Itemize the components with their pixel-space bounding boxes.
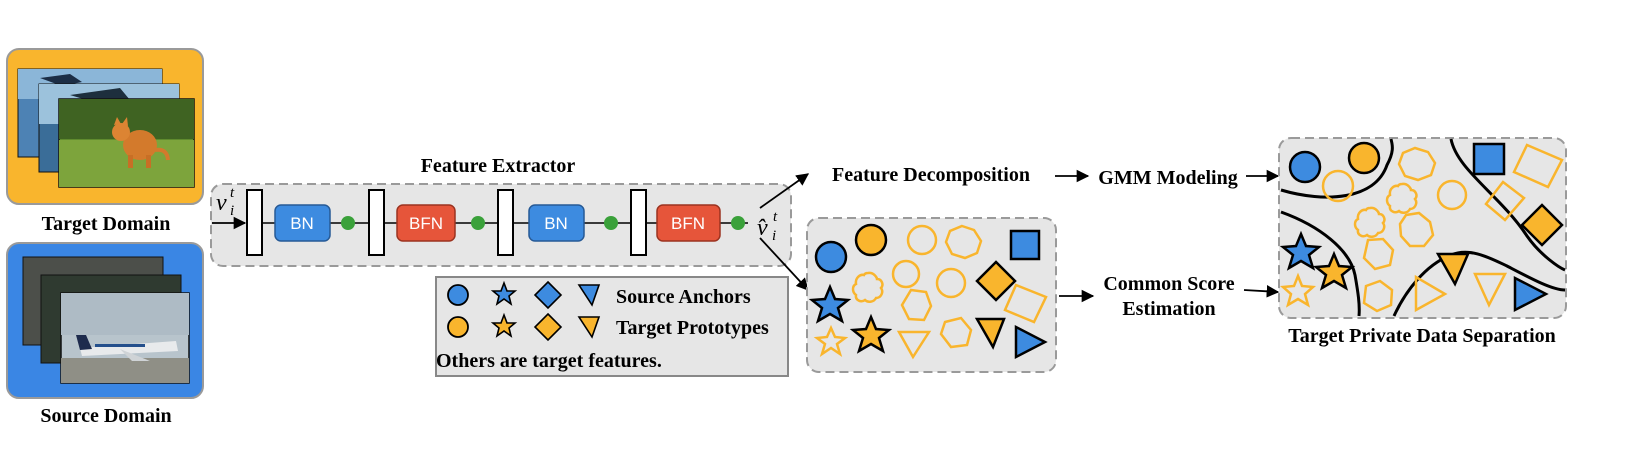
- target-prototype-triangle: [974, 317, 1006, 350]
- arrow-to-decomposition: [759, 173, 810, 209]
- separation-source-star: [1279, 230, 1323, 271]
- separation-source-circle: [1288, 150, 1322, 184]
- decomposed-features-panel: [806, 217, 1057, 373]
- separation-source-triangle: [1513, 275, 1549, 313]
- svg-text:i: i: [230, 203, 234, 219]
- legend-others-note: Others are target features.: [436, 350, 662, 372]
- activation-node: [731, 216, 745, 230]
- target-features: [813, 224, 1048, 360]
- separation-panel: [1278, 137, 1567, 319]
- bn-block: BN: [528, 204, 585, 242]
- svg-text:t: t: [773, 209, 778, 225]
- source-domain-card: [6, 242, 204, 399]
- layer-bar: [368, 189, 385, 256]
- legend-target-diamond-icon: [533, 312, 563, 342]
- source-anchor-star: [808, 283, 852, 324]
- source-domain-label: Source Domain: [40, 405, 171, 427]
- output-feature-label: v̂ t i: [757, 209, 778, 244]
- svg-text:BN: BN: [290, 214, 314, 233]
- common-score-label-line2: Estimation: [1122, 298, 1215, 320]
- separation-target-features: [1279, 143, 1564, 313]
- legend-source-star-icon: [490, 280, 518, 306]
- activation-node: [604, 216, 618, 230]
- target-prototype-star: [849, 313, 893, 354]
- layer-bar: [246, 189, 263, 256]
- legend-target-label: Target Prototypes: [616, 317, 769, 339]
- feature-decomposition-label: Feature Decomposition: [832, 164, 1030, 186]
- decision-boundaries: [1280, 138, 1566, 317]
- legend-box: Source Anchors Target Prototypes Others …: [435, 276, 789, 377]
- svg-text:BFN: BFN: [671, 214, 705, 233]
- target-domain-card: [6, 48, 204, 205]
- arrow-to-separation-bottom: [1243, 285, 1280, 298]
- target-prototype-circle: [854, 223, 888, 257]
- bfn-block: BFN: [396, 204, 456, 242]
- legend-target-triangle-icon: [577, 316, 601, 339]
- gmm-modeling-label: GMM Modeling: [1098, 167, 1237, 189]
- layer-bar: [630, 189, 647, 256]
- svg-text:v̂: v̂: [757, 215, 768, 241]
- legend-source-triangle-icon: [577, 284, 601, 307]
- feature-extractor-title: Feature Extractor: [421, 155, 576, 177]
- separation-source-square: [1472, 142, 1506, 176]
- arrow-to-feature-panel: [759, 237, 809, 291]
- legend-target-star-icon: [490, 312, 518, 338]
- separation-target-star: [1312, 250, 1356, 291]
- bfn-block: BFN: [656, 204, 721, 242]
- activation-node: [341, 216, 355, 230]
- common-score-label-line1: Common Score: [1103, 273, 1234, 295]
- bn-block: BN: [274, 204, 331, 242]
- legend-source-circle-icon: [447, 284, 469, 306]
- separation-target-circle: [1347, 141, 1381, 175]
- layer-bar: [497, 189, 514, 256]
- separation-label: Target Private Data Separation: [1288, 325, 1556, 347]
- source-anchor-square: [1009, 229, 1041, 261]
- activation-node: [471, 216, 485, 230]
- target-domain-label: Target Domain: [42, 213, 171, 235]
- svg-text:t: t: [230, 185, 235, 201]
- separation-target-diamond: [1520, 203, 1564, 247]
- source-anchor-circle: [814, 240, 848, 274]
- legend-target-circle-icon: [447, 316, 469, 338]
- legend-source-diamond-icon: [533, 280, 563, 310]
- source-anchor-triangle: [1014, 324, 1048, 360]
- target-prototype-diamond: [975, 260, 1017, 302]
- separation-target-triangle: [1435, 252, 1470, 287]
- target-image-stack: [17, 68, 195, 188]
- svg-text:BFN: BFN: [409, 214, 443, 233]
- input-feature-label: v t i: [216, 185, 235, 219]
- source-image-stack: [22, 256, 190, 384]
- svg-text:v: v: [216, 190, 227, 216]
- svg-text:BN: BN: [544, 214, 568, 233]
- svg-text:i: i: [772, 228, 776, 244]
- legend-source-label: Source Anchors: [616, 286, 751, 308]
